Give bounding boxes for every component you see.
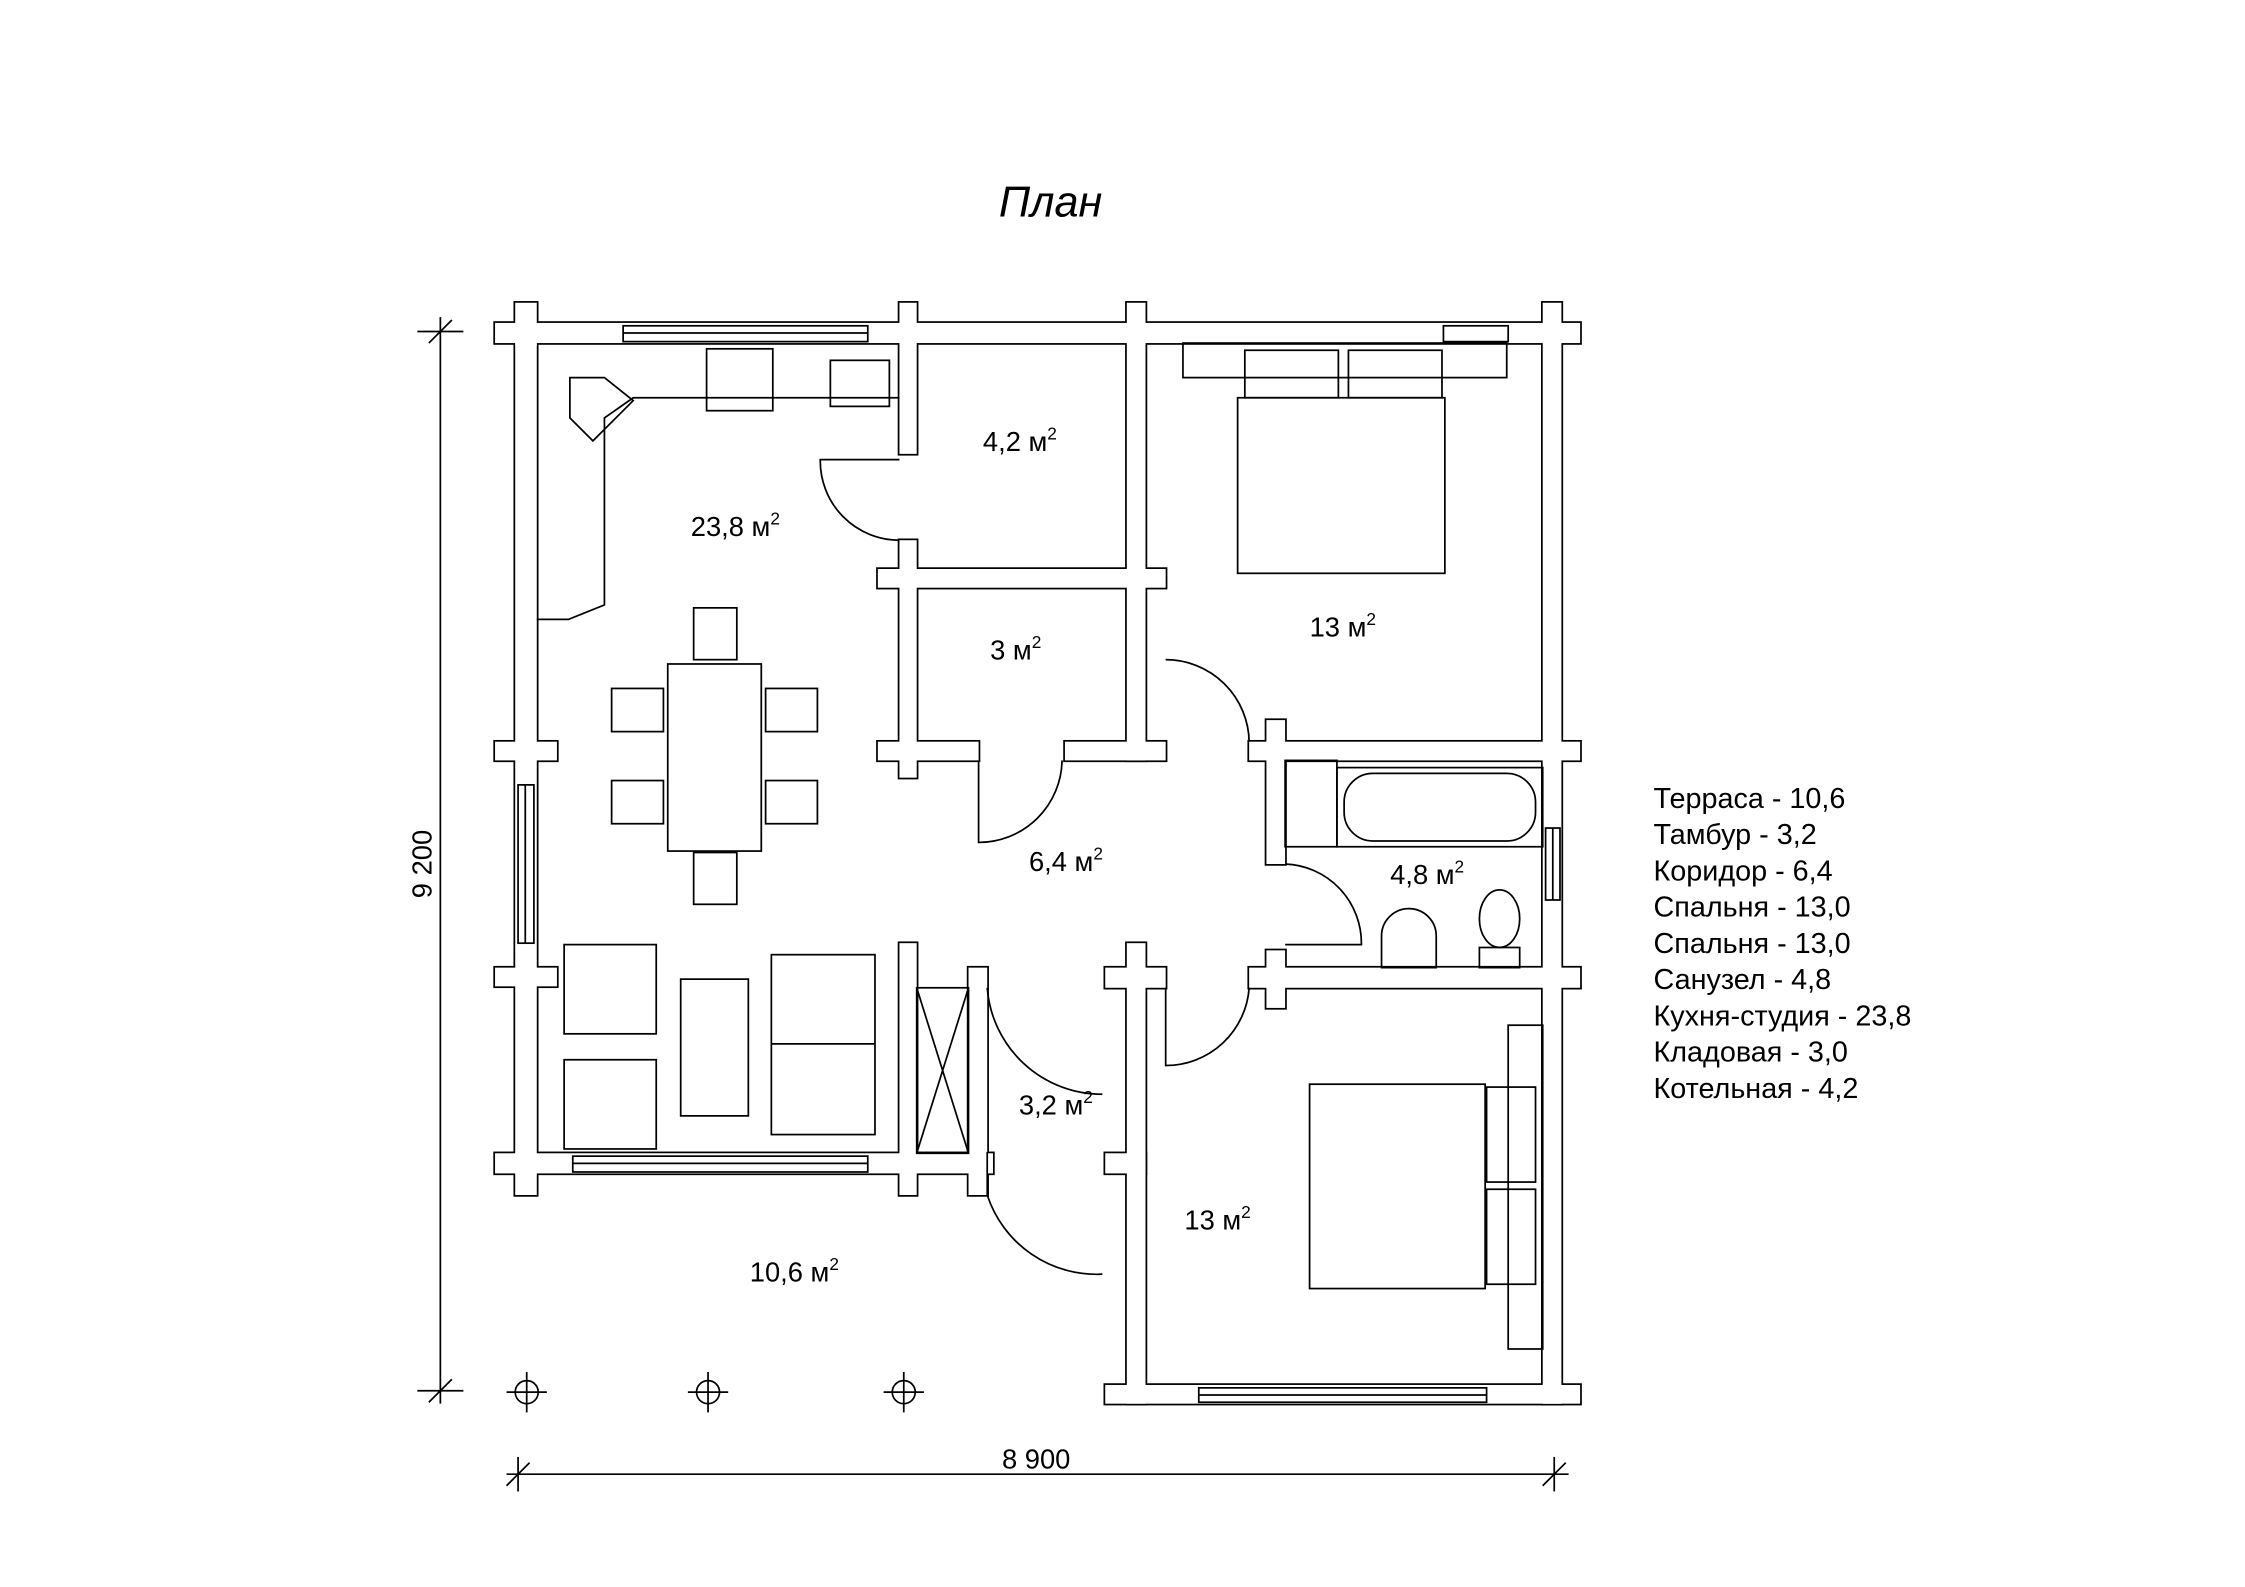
room-bathroom-area: 4,8 м2 (1390, 857, 1464, 891)
legend-item: Спальня - 13,0 (1654, 892, 1851, 924)
bed-2 (1308, 1024, 1544, 1350)
living-furniture (563, 943, 970, 1155)
wall-fill (1126, 302, 1146, 761)
wall-fill (899, 302, 917, 454)
kitchen-counter (536, 347, 900, 621)
room-bedroom1-area: 13 м2 (1310, 609, 1376, 643)
dimension-height: 9 200 (407, 317, 464, 1404)
wall-fill (899, 540, 917, 778)
wardrobe (915, 986, 970, 1155)
sink-icon (1380, 907, 1438, 969)
legend-item: Терраса - 10,6 (1654, 783, 1846, 815)
stove-icon (705, 347, 774, 412)
legend-item: Кухня-студия - 23,8 (1654, 1000, 1912, 1032)
room-terrace-area: 10,6 м2 (750, 1254, 839, 1288)
room-storage-area: 3 м2 (990, 632, 1041, 666)
legend-item: Тамбур - 3,2 (1654, 819, 1817, 851)
doors (819, 458, 1363, 1276)
oven-icon (829, 359, 891, 408)
bed-1 (1182, 342, 1508, 575)
wall-fill (1105, 967, 1166, 988)
column-axis (506, 1372, 547, 1413)
legend-item: Коридор - 6,4 (1654, 855, 1833, 887)
column-axis (883, 1372, 924, 1413)
dining-set (610, 606, 819, 906)
wall-fill (495, 967, 557, 987)
room-tambour-area: 3,2 м2 (1019, 1087, 1093, 1121)
legend-item: Санузел - 4,8 (1654, 964, 1832, 996)
room-corridor-area: 6,4 м2 (1029, 844, 1103, 878)
plan-title: План (999, 178, 1102, 226)
svg-text:9 200: 9 200 (407, 830, 438, 898)
room-labels: 23,8 м2 4,2 м2 3 м2 6,4 м2 13 м2 4,8 м2 … (691, 423, 1464, 1287)
wall-fill (877, 569, 1166, 588)
room-kitchen-area: 23,8 м2 (691, 508, 780, 542)
legend-item: Кладовая - 3,0 (1654, 1037, 1848, 1069)
wall-fill (495, 741, 557, 761)
room-bedroom2-area: 13 м2 (1184, 1202, 1250, 1236)
wall-fill (899, 943, 917, 1174)
column-axis (687, 1372, 729, 1413)
windows (517, 324, 1561, 1404)
svg-text:8 900: 8 900 (1002, 1443, 1070, 1474)
wall-fill (1249, 967, 1581, 988)
bathroom-fixtures (1284, 759, 1544, 969)
wall-fill (515, 302, 537, 346)
wall-fill (968, 967, 988, 1196)
wall-fill (899, 1173, 917, 1196)
wall-fill (515, 343, 537, 1196)
terrace-columns (506, 1372, 924, 1413)
wall-fill (1542, 1384, 1562, 1404)
legend-item: Спальня - 13,0 (1654, 928, 1851, 960)
wall-fill (1249, 741, 1581, 761)
dimension-width: 8 900 (505, 1443, 1569, 1492)
legend-item: Котельная - 4,2 (1654, 1073, 1859, 1105)
wall-fill (1266, 720, 1286, 865)
wall-fill (1064, 741, 1166, 761)
room-boiler-area: 4,2 м2 (983, 423, 1057, 457)
wall-fill (1105, 1153, 1146, 1174)
wall-fill (877, 741, 979, 761)
toilet-icon (1478, 889, 1521, 949)
